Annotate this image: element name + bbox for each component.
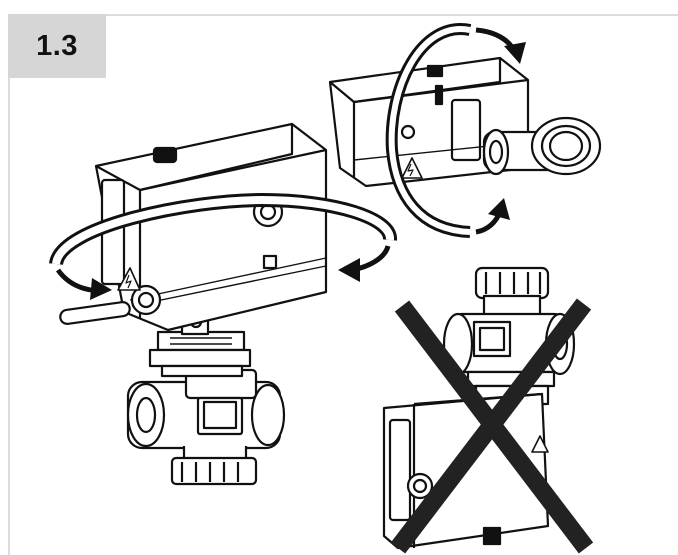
rotation-arrow-icon: [385, 23, 526, 238]
valve-body-side: [482, 116, 602, 176]
valve-body: [126, 368, 286, 486]
frame-left-rule: [8, 14, 10, 555]
electrical-hazard-triangle-icon: [117, 267, 141, 291]
rotation-arrow-icon: [49, 193, 397, 300]
electrical-hazard-triangle-icon: [401, 157, 423, 179]
cable-gland: [59, 284, 162, 325]
frame-top-rule: [8, 14, 678, 16]
step-badge: 1.3: [8, 14, 106, 78]
step-number: 1.3: [36, 29, 78, 62]
cross-out-icon: [390, 298, 594, 554]
valve-actuator-horizontal-rotation: [49, 122, 397, 486]
actuator-vertical-rotation: [328, 23, 602, 238]
actuator-housing: [94, 122, 328, 332]
electrical-hazard-triangle-icon: [531, 435, 549, 453]
